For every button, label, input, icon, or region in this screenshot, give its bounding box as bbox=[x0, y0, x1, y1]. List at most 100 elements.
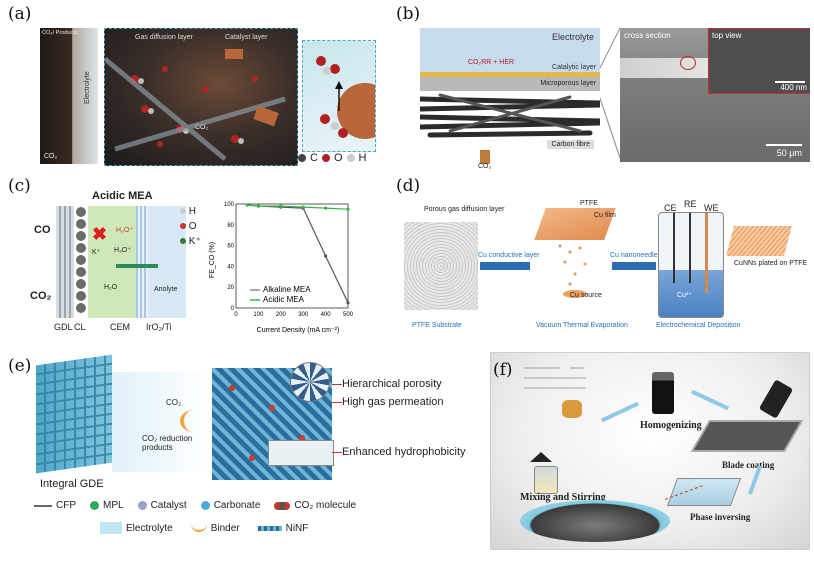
panel-b-zoom-lines bbox=[600, 28, 620, 158]
x-tick-label-0: 0 bbox=[234, 312, 238, 318]
electrolyte-icon bbox=[100, 522, 122, 534]
cl-label-c: CL bbox=[74, 322, 86, 332]
anolyte-region bbox=[148, 206, 186, 318]
hydrophobicity-inset bbox=[268, 440, 334, 466]
binder-icon bbox=[190, 524, 207, 532]
panel-b-sem: cross section top view 400 nm 50 μm bbox=[620, 28, 810, 162]
step1-arrow bbox=[480, 262, 530, 270]
top-view-label: top view bbox=[712, 31, 742, 40]
legend-co2-molecule: CO₂ molecule bbox=[294, 500, 357, 511]
panel-a-3d-render: Gas diffusion layer Catalyst layer CO₂ bbox=[104, 28, 298, 166]
co2-products-label-e: CO₂ reduction products bbox=[142, 434, 193, 452]
electrolyte-layer bbox=[420, 28, 600, 72]
ce-label: CE bbox=[664, 203, 677, 213]
proton-flux-arrow bbox=[116, 264, 158, 268]
catalytic-layer-band bbox=[420, 72, 600, 77]
scale-top-label: 400 nm bbox=[780, 83, 807, 92]
cem-label-c: CEM bbox=[110, 322, 130, 332]
step2-arrow bbox=[612, 262, 656, 270]
ptfe-label-d: PTFE bbox=[580, 200, 598, 207]
membrane-cross-section-ellipse bbox=[520, 500, 670, 542]
binder-granules bbox=[562, 400, 582, 418]
porous-gdl-label-d: Porous gas diffusion layer bbox=[424, 206, 505, 213]
co2-products-label: CO₂/ Products bbox=[42, 30, 78, 36]
acidic-mea-title: Acidic MEA bbox=[92, 190, 153, 202]
y-tick-label-2: 40 bbox=[227, 264, 234, 270]
x-tick-label-4: 400 bbox=[321, 312, 332, 318]
x-tick-label-1: 100 bbox=[253, 312, 264, 318]
carbon-atom-icon bbox=[298, 154, 306, 162]
co2-molecule-icon bbox=[274, 501, 291, 510]
sem-zoom-circle bbox=[680, 56, 696, 70]
catalyst-layer-label-a: Catalyst layer bbox=[225, 34, 268, 41]
panel-c-schematic: ✖ H₃O⁺ K⁺ H₃O⁺ H₂O Anolyte bbox=[56, 206, 186, 318]
curved-arrow-icon bbox=[180, 410, 206, 432]
legend-h-c: H bbox=[188, 206, 197, 217]
y-tick-label-0: 0 bbox=[231, 306, 235, 312]
electrochemical-cell: Cu²⁺ bbox=[658, 212, 724, 318]
mixing-vial bbox=[534, 466, 558, 494]
re-label: RE bbox=[684, 199, 697, 209]
series-line-1 bbox=[247, 204, 349, 210]
blocked-x-icon: ✖ bbox=[92, 224, 108, 244]
feature3-leader bbox=[332, 452, 342, 453]
series-1-point-0 bbox=[245, 203, 249, 207]
gdl-layer bbox=[56, 206, 74, 318]
we-label: WE bbox=[704, 203, 719, 213]
co2-label-b: CO₂ bbox=[478, 163, 492, 170]
legend-h: H bbox=[358, 152, 367, 164]
panel-a-inset-molecules bbox=[316, 56, 375, 139]
panel-a-molecules bbox=[105, 49, 286, 161]
sem-top-view-inset: top view 400 nm bbox=[708, 28, 810, 94]
y-tick-label-1: 20 bbox=[227, 285, 234, 291]
h3o-label-top: H₃O⁺ bbox=[116, 227, 134, 234]
step1-label: Cu conductive layer bbox=[478, 252, 540, 259]
integral-gde-block bbox=[36, 354, 112, 474]
series-1-point-2 bbox=[279, 204, 283, 208]
legend-alkaline: Alkaline MEA bbox=[263, 285, 311, 294]
ce-electrode bbox=[673, 213, 675, 283]
legend-o-c: O bbox=[188, 221, 197, 232]
electrolyte-label-a: Electrolyte bbox=[84, 71, 91, 104]
chemical-structures bbox=[524, 367, 586, 389]
co2-label-e: CO₂ bbox=[166, 398, 182, 407]
cfp-icon bbox=[34, 504, 52, 507]
legend-binder: Binder bbox=[210, 522, 240, 534]
legend-mpl: MPL bbox=[103, 500, 124, 511]
evap-label: Vacuum Thermal Evaporation bbox=[536, 322, 628, 329]
panel-a-side-schematic: CO₂/ Products Electrolyte CO₂ bbox=[40, 28, 98, 164]
carbon-fibre-label: Carbon fibre bbox=[547, 140, 594, 149]
step2-label: Cu nanoneedles bbox=[610, 252, 661, 259]
blade-coating-label: Blade coating bbox=[722, 460, 775, 470]
homogenized-slurry-vial bbox=[652, 372, 674, 414]
panel-c-atom-legend: H O K⁺ bbox=[180, 204, 201, 249]
chart-legend: Alkaline MEA Acidic MEA bbox=[250, 285, 311, 304]
microporous-layer-label: Microporous layer bbox=[540, 80, 596, 87]
x-tick-label-5: 500 bbox=[343, 312, 354, 318]
y-tick-label-5: 100 bbox=[224, 202, 235, 208]
legend-c: C bbox=[310, 152, 318, 164]
cunn-label: CuNNs plated on PTFE bbox=[734, 260, 808, 267]
porosity-zoom-circle bbox=[290, 362, 330, 402]
cu-source-label: Cu source bbox=[570, 292, 602, 299]
anode-layer bbox=[136, 206, 148, 318]
mixing-label: Mixing and Stirring bbox=[520, 492, 606, 503]
panel-f-label: (f) bbox=[493, 360, 513, 380]
chart-series bbox=[245, 203, 350, 305]
ptfe-substrate-label: PTFE Substrate bbox=[412, 322, 462, 329]
panel-b-label: (b) bbox=[396, 4, 421, 24]
legend-cfp: CFP bbox=[56, 500, 76, 511]
x-axis-label: Current Density (mA cm⁻²) bbox=[257, 327, 340, 334]
panel-a-label: (a) bbox=[8, 4, 32, 24]
panel-a-inset bbox=[302, 40, 376, 152]
mpl-icon bbox=[90, 501, 99, 510]
feature-hierarchical-porosity: Hierarchical porosity bbox=[342, 378, 442, 390]
feature2-leader bbox=[332, 402, 342, 403]
ninf-icon bbox=[257, 525, 282, 531]
cu-film-label: Cu film bbox=[594, 212, 616, 219]
catalyst-layer-c bbox=[74, 206, 88, 318]
powder-pile bbox=[530, 452, 552, 462]
catalytic-layer-label: Catalytic layer bbox=[552, 64, 596, 71]
co2-bottom-label-a: CO₂ bbox=[44, 153, 58, 160]
